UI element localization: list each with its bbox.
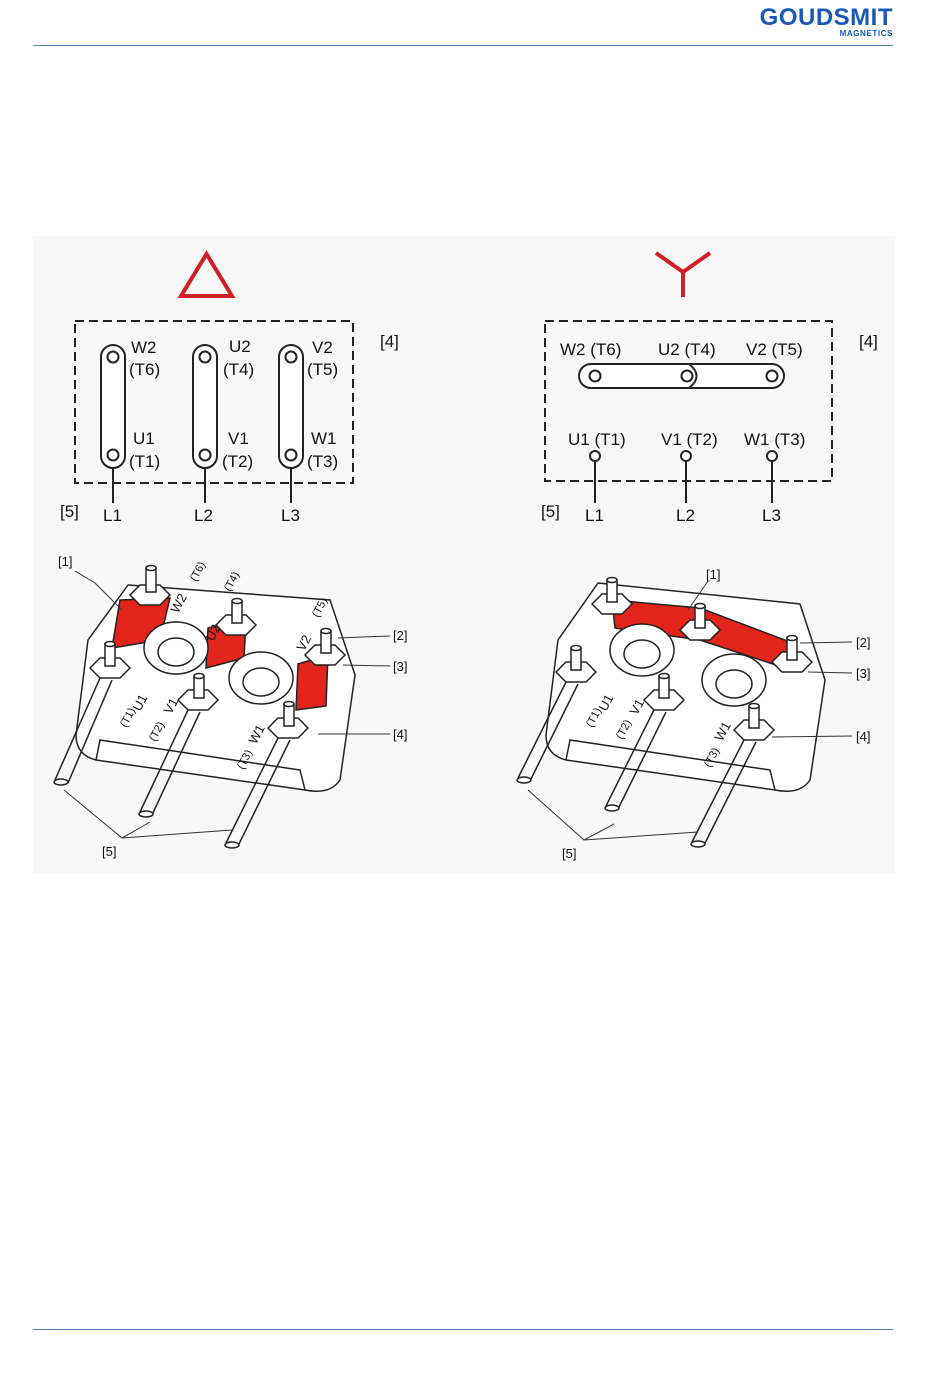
insulator-bore	[624, 640, 660, 668]
terminal-label: W1 (T3)	[744, 430, 805, 449]
terminal-label: (T6)	[129, 360, 160, 379]
terminal-dot	[767, 371, 778, 382]
callout-label: [1]	[706, 567, 720, 582]
terminal-label: V2 (T5)	[746, 340, 803, 359]
terminal-label: V1 (T2)	[661, 430, 718, 449]
terminal-label: (T4)	[223, 360, 254, 379]
terminal-label: U1 (T1)	[568, 430, 626, 449]
callout-label: [5]	[102, 844, 116, 859]
callout-label: [2]	[393, 628, 407, 643]
delta-ref-lines: [5]	[60, 502, 79, 521]
line-label: L3	[281, 506, 300, 525]
line-label: L2	[676, 506, 695, 525]
terminal-dot	[681, 451, 691, 461]
callout-label: [5]	[562, 846, 576, 861]
terminal-dot	[108, 352, 119, 363]
terminal-label: W2	[131, 338, 157, 357]
terminal-dot	[590, 371, 601, 382]
lead-wire-end	[139, 811, 153, 817]
terminal-label: U2	[229, 337, 251, 356]
lead-wire-end	[691, 841, 705, 847]
terminal-label: (T1)	[129, 452, 160, 471]
callout-label: [1]	[58, 554, 72, 569]
callout-label: [4]	[856, 729, 870, 744]
terminal-label: W2 (T6)	[560, 340, 621, 359]
terminal-dot	[767, 451, 777, 461]
terminal-label: U1	[133, 429, 155, 448]
terminal-label: (T5)	[307, 360, 338, 379]
terminal-dot	[590, 451, 600, 461]
terminal-dot	[108, 450, 119, 461]
line-label: L2	[194, 506, 213, 525]
terminal-label: (T3)	[307, 452, 338, 471]
line-label: L3	[762, 506, 781, 525]
lead-wire-end	[54, 779, 68, 785]
lead-wire-end	[517, 777, 531, 783]
terminal-dot	[286, 450, 297, 461]
lead-wire-end	[605, 805, 619, 811]
callout-label: [2]	[856, 635, 870, 650]
insulator-bore	[158, 638, 194, 666]
terminal-dot	[200, 352, 211, 363]
line-label: L1	[585, 506, 604, 525]
delta-ref-box: [4]	[380, 332, 399, 351]
terminal-label: (T2)	[222, 452, 253, 471]
terminal-dot	[200, 450, 211, 461]
terminal-label: U2 (T4)	[658, 340, 716, 359]
callout-label: [4]	[393, 727, 407, 742]
insulator-bore	[243, 668, 279, 696]
terminal-label: W1	[311, 429, 337, 448]
terminal-label: V2	[312, 338, 333, 357]
terminal-dot	[682, 371, 693, 382]
terminal-dot	[286, 352, 297, 363]
lead-wire-end	[225, 842, 239, 848]
line-label: L1	[103, 506, 122, 525]
terminal-label: V1	[228, 429, 249, 448]
star-ref-lines: [5]	[541, 502, 560, 521]
callout-label: [3]	[856, 666, 870, 681]
callout-label: [3]	[393, 659, 407, 674]
star-ref-box: [4]	[859, 332, 878, 351]
insulator-bore	[716, 670, 752, 698]
